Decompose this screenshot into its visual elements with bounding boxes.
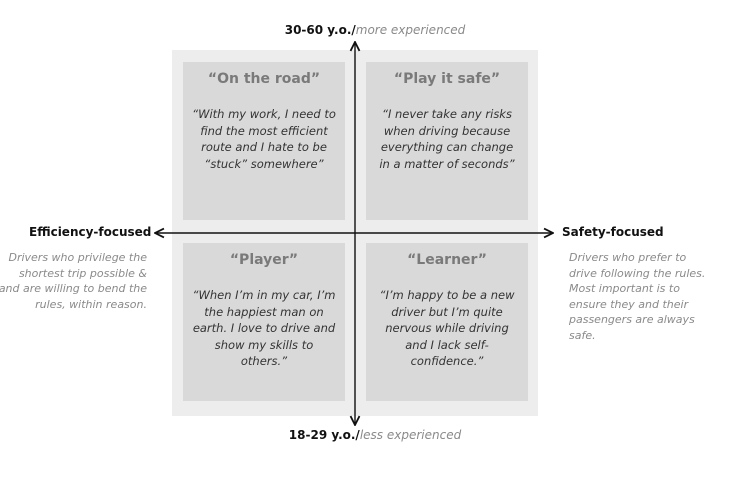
left-axis-title: Efficiency-focused [29, 225, 152, 239]
top-age-range: 30-60 y.o./ [284, 23, 356, 37]
bottom-experience: less experienced [359, 428, 462, 442]
quadrant-quote: “I’m happy to be a new driver but I’m qu… [379, 288, 515, 368]
quadrant-card-on-the-road: “On the road” “With my work, I need to f… [183, 62, 345, 220]
quadrant-quote: “I never take any risks when driving bec… [379, 107, 515, 171]
quadrant-quote: “With my work, I need to find the most e… [192, 107, 336, 171]
right-axis-description: Drivers who prefer to drive following th… [569, 251, 706, 342]
top-experience: more experienced [355, 23, 466, 37]
left-axis-description: Drivers who privilege the shortest trip … [0, 251, 147, 311]
quadrant-card-learner: “Learner” “I’m happy to be a new driver … [366, 243, 528, 401]
quadrant-card-player: “Player” “When I’m in my car, I’m the ha… [183, 243, 345, 401]
quadrant-title: “Player” [229, 252, 299, 268]
bottom-age-range: 18-29 y.o./ [288, 428, 360, 442]
quadrant-card-play-it-safe: “Play it safe” “I never take any risks w… [366, 62, 528, 220]
quadrant-quote: “When I’m in my car, I’m the happiest ma… [192, 288, 336, 368]
right-axis-title: Safety-focused [562, 225, 664, 239]
bottom-axis-label: 18-29 y.o./less experienced [0, 428, 750, 442]
top-axis-label: 30-60 y.o./more experienced [0, 23, 750, 37]
quadrant-title: “Play it safe” [393, 71, 501, 87]
quadrant-title: “Learner” [407, 252, 487, 268]
quadrant-title: “On the road” [207, 71, 321, 87]
